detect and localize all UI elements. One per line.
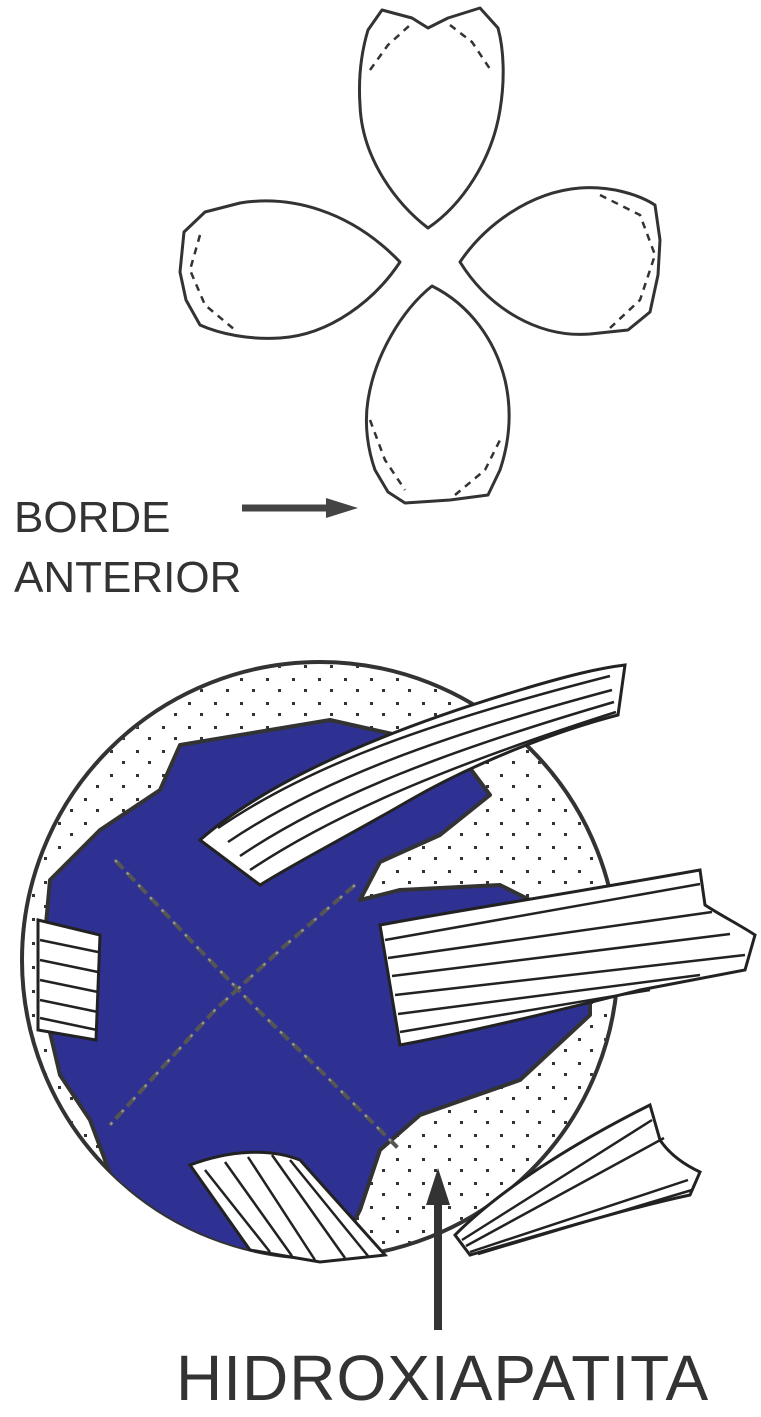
- petal-right: [460, 188, 660, 335]
- hydroxyapatite-label: HIDROXIAPATITA: [176, 1342, 709, 1414]
- petal-cross-section: [180, 8, 660, 503]
- front-edge-arrow: [242, 498, 358, 518]
- front-edge-label-line1: BORDE: [14, 493, 170, 542]
- fiber-bundle: [22, 662, 755, 1330]
- petal-bottom: [366, 286, 509, 503]
- fiber-strand-left: [38, 920, 100, 1040]
- petal-left: [180, 201, 400, 338]
- petal-top: [359, 8, 503, 228]
- front-edge-label-line2: ANTERIOR: [14, 553, 241, 602]
